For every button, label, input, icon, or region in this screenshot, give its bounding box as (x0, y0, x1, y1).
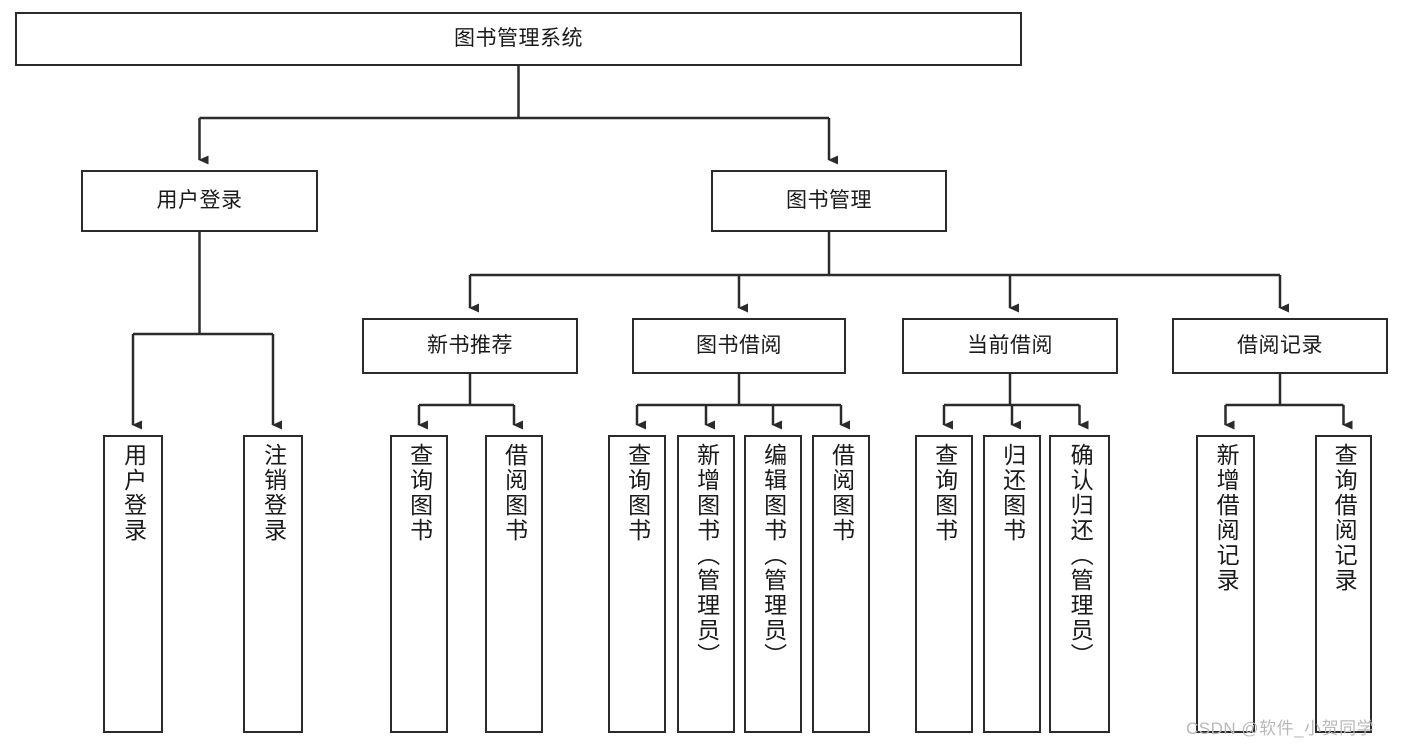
node-l-queryrec[interactable]: 查询借阅记录 (1315, 435, 1372, 733)
node-label: 查询图书 (931, 443, 958, 543)
node-l-add[interactable]: 新增图书（管理员） (677, 435, 735, 733)
node-label: 借阅图书 (501, 443, 528, 543)
node-l-login[interactable]: 用户登录 (103, 435, 163, 733)
node-label: 查询图书 (624, 443, 651, 543)
node-l-query1[interactable]: 查询图书 (390, 435, 448, 733)
node-label: 借阅图书 (828, 443, 855, 543)
node-label: 图书管理系统 (454, 26, 583, 50)
node-l-borrow2[interactable]: 借阅图书 (812, 435, 870, 733)
node-root[interactable]: 图书管理系统 (15, 12, 1022, 66)
node-label: 用户登录 (120, 443, 147, 543)
node-label: 新增借阅记录 (1213, 443, 1240, 593)
node-label: 借阅记录 (1237, 333, 1323, 357)
node-label: 查询借阅记录 (1331, 443, 1358, 593)
node-records[interactable]: 借阅记录 (1172, 318, 1388, 374)
node-l-edit[interactable]: 编辑图书（管理员） (744, 435, 802, 733)
node-l-confirm[interactable]: 确认归还（管理员） (1049, 435, 1110, 733)
csdn-watermark: CSDN @软件_小贺同学 (1186, 719, 1375, 738)
node-l-logout[interactable]: 注销登录 (243, 435, 303, 733)
node-borrow[interactable]: 图书借阅 (632, 318, 846, 374)
node-label: 确认归还（管理员） (1067, 443, 1094, 668)
node-l-query2[interactable]: 查询图书 (608, 435, 666, 733)
node-l-query3[interactable]: 查询图书 (915, 435, 973, 733)
node-l-return[interactable]: 归还图书 (983, 435, 1041, 733)
node-label: 新书推荐 (427, 333, 513, 357)
node-label: 图书管理 (786, 188, 872, 212)
node-newbook[interactable]: 新书推荐 (362, 318, 578, 374)
node-l-addrec[interactable]: 新增借阅记录 (1196, 435, 1255, 733)
node-label: 编辑图书（管理员） (760, 443, 787, 668)
node-label: 用户登录 (156, 188, 243, 212)
node-login[interactable]: 用户登录 (81, 170, 318, 232)
node-label: 归还图书 (999, 443, 1026, 543)
node-label: 查询图书 (406, 443, 433, 543)
node-label: 注销登录 (260, 443, 287, 543)
node-label: 当前借阅 (967, 333, 1053, 357)
node-label: 图书借阅 (696, 333, 782, 357)
node-l-borrow1[interactable]: 借阅图书 (485, 435, 543, 733)
node-label: 新增图书（管理员） (693, 443, 720, 668)
node-bookmgmt[interactable]: 图书管理 (711, 170, 947, 232)
node-current[interactable]: 当前借阅 (902, 318, 1118, 374)
